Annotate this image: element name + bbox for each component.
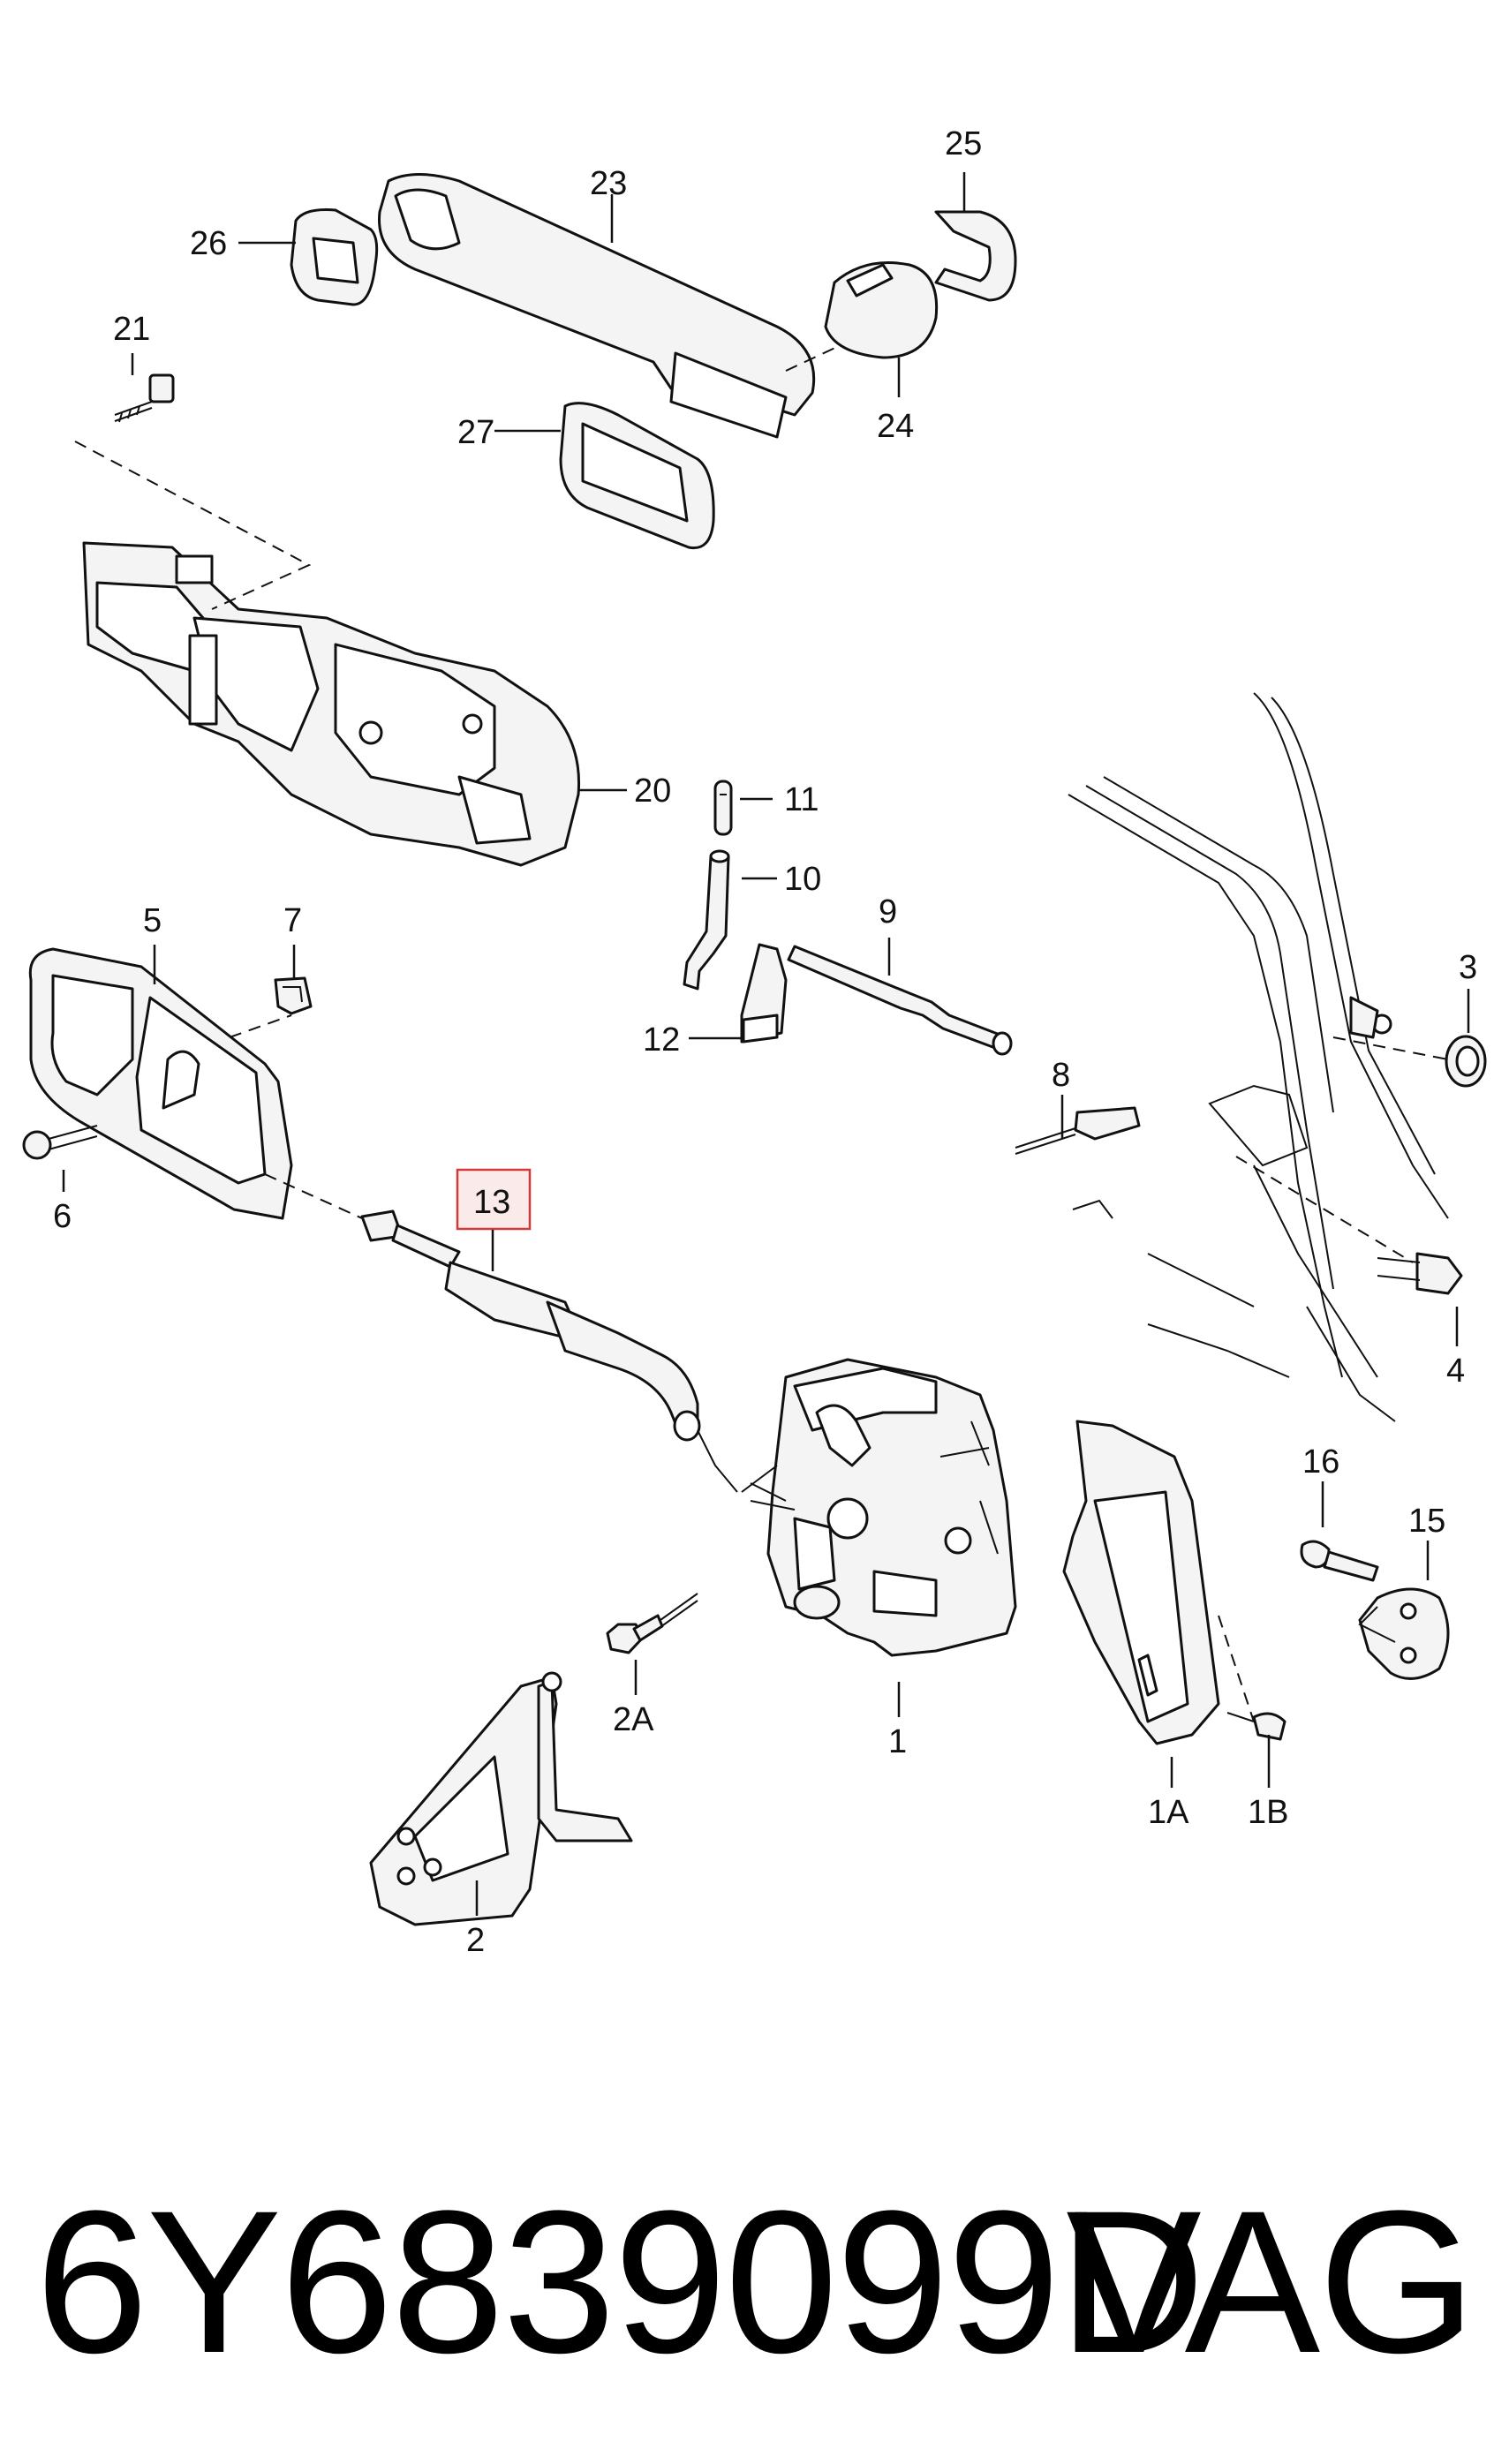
- screw-21: [114, 373, 175, 423]
- callout-1A: 1A: [1148, 1794, 1189, 1831]
- lock-cylinder-cap: [824, 261, 939, 359]
- striker-plate: [1358, 1587, 1450, 1680]
- linkage-rod-10: [683, 849, 730, 991]
- leader-lines: [62, 172, 1470, 1916]
- callout-15: 15: [1408, 1503, 1445, 1540]
- callout-5: 5: [143, 902, 162, 939]
- callout-25: 25: [945, 125, 982, 162]
- outer-door-handle: [378, 173, 816, 439]
- callout-2: 2: [466, 1922, 485, 1959]
- callout-10: 10: [784, 861, 821, 898]
- contact-switch: [1015, 1106, 1141, 1155]
- handle-gasket-lower: [559, 402, 715, 550]
- callout-8: 8: [1052, 1057, 1070, 1094]
- callout-labels: 25 23 26 21 24 27 20 11 10 5 7 9 12 3 8 …: [53, 125, 1477, 1959]
- grommet-3: [1445, 1035, 1487, 1088]
- handle-gasket-left: [290, 208, 379, 306]
- callout-1B: 1B: [1248, 1794, 1288, 1831]
- part-number: 6Y6839099D: [35, 2168, 1205, 2395]
- bolt-16: [1300, 1540, 1379, 1582]
- callout-9: 9: [879, 893, 897, 931]
- callout-1: 1: [888, 1723, 907, 1760]
- callout-21: 21: [113, 311, 150, 348]
- callout-7: 7: [283, 902, 302, 939]
- callout-23: 23: [590, 165, 627, 202]
- lock-rod: [787, 945, 1013, 1056]
- callout-11: 11: [784, 781, 819, 818]
- clip-7: [274, 976, 313, 1015]
- exploded-parts-diagram: 25 23 26 21 24 27 20 11 10 5 7 9 12 3 8 …: [22, 125, 1487, 1959]
- door-lock-unit: [741, 1358, 1017, 1657]
- screw-4: [1377, 1252, 1463, 1295]
- callout-20: 20: [634, 772, 671, 810]
- callout-24: 24: [877, 408, 914, 445]
- screw-6: [22, 1125, 98, 1160]
- brand-name: VAG: [1066, 2168, 1476, 2395]
- end-cover: [934, 210, 1017, 302]
- assembly-lines: [74, 345, 1449, 1722]
- door-frame-outline: [1068, 692, 1449, 1422]
- lock-cover-plate: [1062, 1420, 1220, 1745]
- callout-3: 3: [1459, 949, 1477, 986]
- bracket-12: [740, 943, 788, 1044]
- mounting-bracket: [369, 1671, 633, 1926]
- callout-12: 12: [643, 1021, 680, 1059]
- handle-carrier: [82, 541, 581, 867]
- callout-16: 16: [1302, 1443, 1339, 1481]
- highlight-box-13: [456, 1168, 532, 1231]
- screw-1B: [1226, 1712, 1286, 1741]
- bowden-cable: [360, 1209, 738, 1493]
- callout-27: 27: [457, 414, 494, 451]
- inner-door-handle: [28, 947, 293, 1220]
- callout-6: 6: [53, 1198, 72, 1235]
- callout-13: 13: [473, 1184, 510, 1221]
- callout-2A: 2A: [613, 1701, 654, 1738]
- pin-2A: [606, 1593, 698, 1654]
- callout-4: 4: [1446, 1353, 1465, 1390]
- callout-26: 26: [190, 225, 227, 262]
- caption: 6Y6839099D VAG: [26, 2136, 1476, 2428]
- pin-11: [713, 780, 733, 836]
